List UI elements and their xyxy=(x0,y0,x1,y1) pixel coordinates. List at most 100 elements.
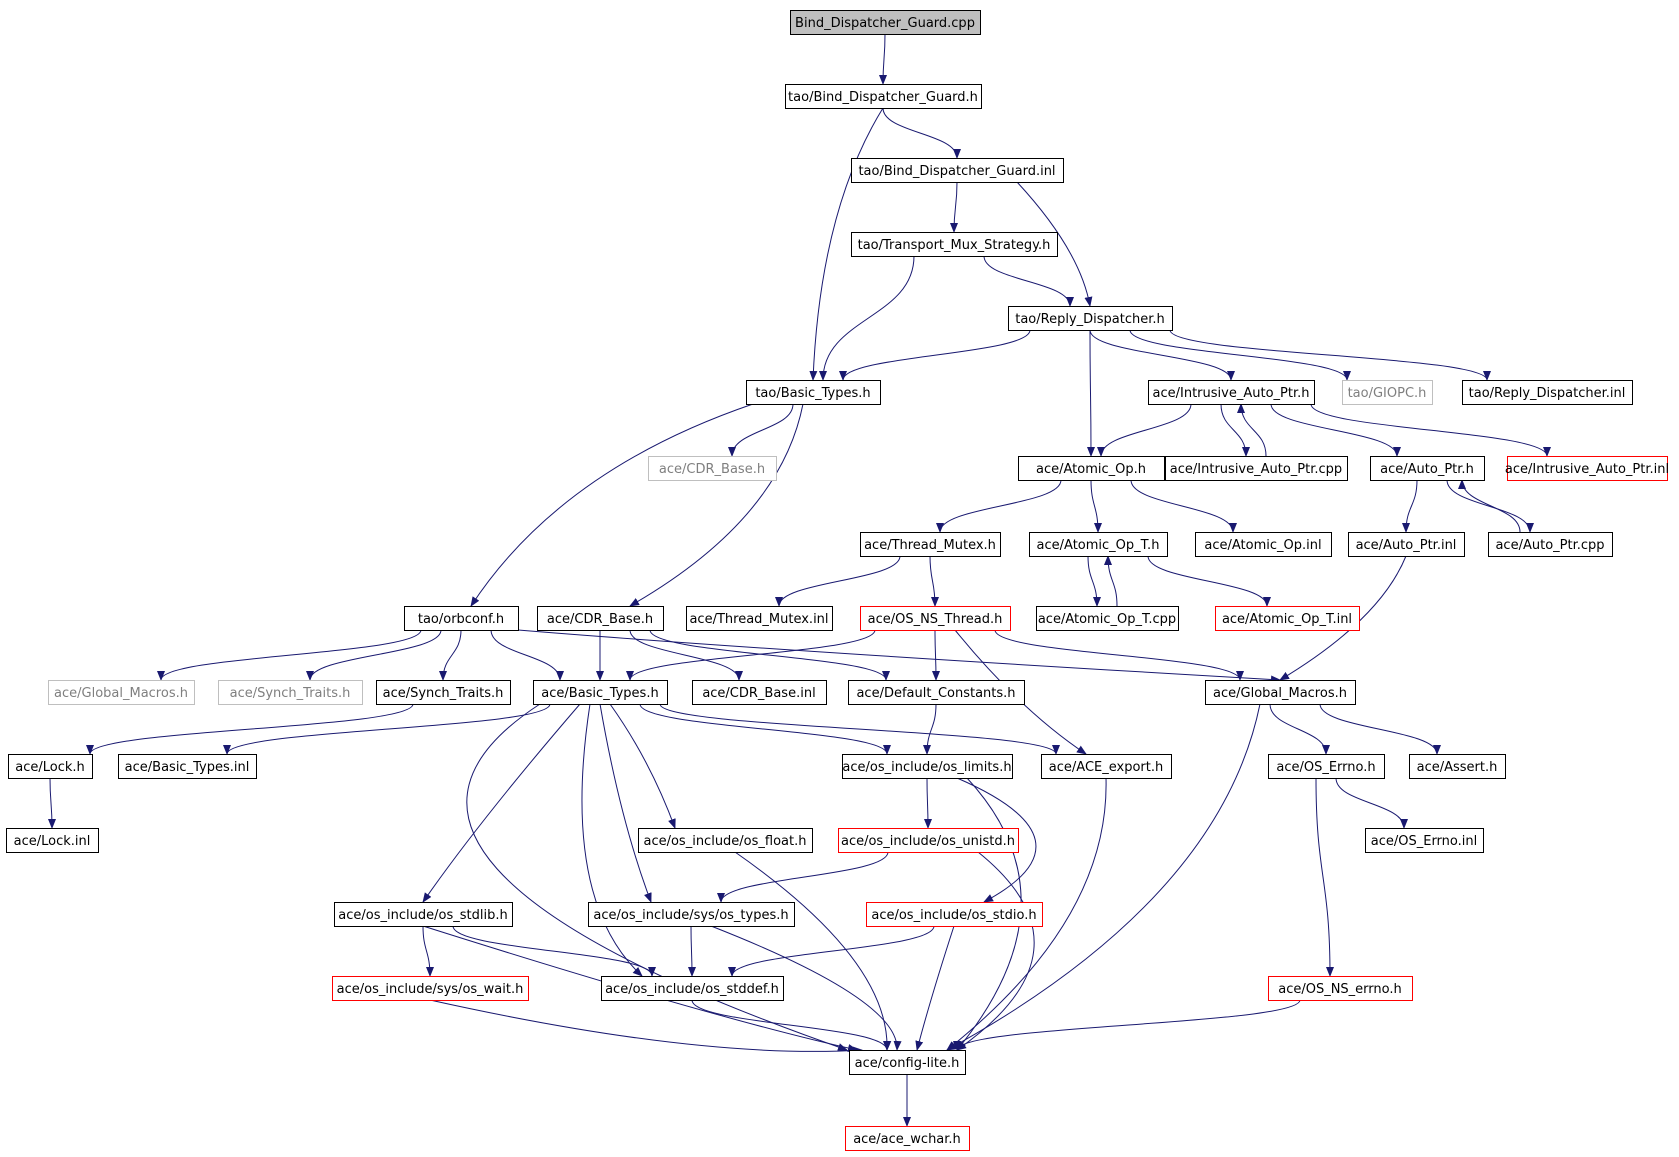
file-node-box xyxy=(1018,456,1165,481)
file-node-normal[interactable]: ace/ACE_export.h xyxy=(1041,754,1172,779)
file-node-label: ace/os_include/os_stdlib.h xyxy=(338,908,507,923)
file-node-box xyxy=(1215,606,1360,631)
file-node-normal[interactable]: ace/Atomic_Op.h xyxy=(1018,456,1165,481)
file-node-box xyxy=(332,976,529,1001)
file-node-normal[interactable]: ace/os_include/os_limits.h xyxy=(842,754,1013,779)
file-nodes: Bind_Dispatcher_Guard.cpp tao/Bind_Dispat… xyxy=(6,10,1669,1151)
file-node-label: ace/Atomic_Op.inl xyxy=(1204,538,1321,553)
file-node-label: tao/Reply_Dispatcher.inl xyxy=(1469,386,1626,401)
edge-n10-to-n14 xyxy=(936,479,1062,533)
file-node-box xyxy=(537,606,664,631)
edge-n44-to-n46 xyxy=(728,925,935,977)
file-node-box xyxy=(588,902,795,927)
edge-n6-to-n12 xyxy=(1270,403,1401,457)
file-node-label: tao/GIOPC.h xyxy=(1348,386,1427,401)
edge-n45-to-n48 xyxy=(429,999,863,1055)
file-node-normal[interactable]: ace/Auto_Ptr.h xyxy=(1370,456,1485,481)
file-node-label: ace/Synch_Traits.h xyxy=(383,686,504,701)
edge-n2-to-n4 xyxy=(1016,181,1093,307)
file-node-label: ace/Assert.h xyxy=(1417,760,1498,775)
file-node-normal[interactable]: tao/Reply_Dispatcher.inl xyxy=(1462,380,1633,405)
file-node-label: ace/Global_Macros.h xyxy=(1213,686,1347,701)
file-node-box xyxy=(1268,976,1413,1001)
file-node-normal[interactable]: ace/Intrusive_Auto_Ptr.cpp xyxy=(1165,456,1348,481)
edge-n27-to-n32 xyxy=(86,703,414,755)
file-node-external[interactable]: ace/Synch_Traits.h xyxy=(218,680,363,705)
edge-n6-to-n13 xyxy=(1310,403,1551,457)
file-node-truncated[interactable]: ace/os_include/os_unistd.h xyxy=(838,828,1019,853)
file-node-normal[interactable]: ace/Synch_Traits.h xyxy=(376,680,511,705)
file-node-normal[interactable]: ace/os_include/os_float.h xyxy=(638,828,813,853)
file-node-label: tao/Reply_Dispatcher.h xyxy=(1015,312,1165,327)
edge-n35-to-n48 xyxy=(946,777,1107,1051)
file-node-normal[interactable]: tao/Bind_Dispatcher_Guard.inl xyxy=(851,158,1064,183)
file-node-normal[interactable]: ace/os_include/os_stddef.h xyxy=(601,976,784,1001)
file-node-label: ace/os_include/os_limits.h xyxy=(842,760,1011,775)
file-node-normal[interactable]: ace/OS_Errno.inl xyxy=(1365,828,1484,853)
file-node-box xyxy=(1029,532,1168,557)
file-node-external[interactable]: ace/Global_Macros.h xyxy=(48,680,195,705)
file-node-normal[interactable]: ace/Atomic_Op.inl xyxy=(1195,532,1332,557)
file-node-normal[interactable]: ace/CDR_Base.inl xyxy=(692,680,827,705)
file-node-label: ace/OS_NS_Thread.h xyxy=(868,612,1003,627)
file-node-normal[interactable]: ace/Global_Macros.h xyxy=(1205,680,1356,705)
file-node-truncated[interactable]: ace/os_include/os_stdio.h xyxy=(866,902,1043,927)
file-node-label: ace/Basic_Types.h xyxy=(541,686,658,701)
file-node-box xyxy=(849,1050,966,1075)
file-node-normal[interactable]: tao/Reply_Dispatcher.h xyxy=(1008,306,1173,331)
edge-n28-to-n34 xyxy=(639,703,891,755)
file-node-normal[interactable]: ace/Thread_Mutex.inl xyxy=(686,606,833,631)
file-node-normal[interactable]: tao/Bind_Dispatcher_Guard.h xyxy=(785,84,982,109)
file-node-normal[interactable]: ace/os_include/os_stdlib.h xyxy=(334,902,513,927)
file-node-box xyxy=(1488,532,1613,557)
file-node-normal[interactable]: ace/config-lite.h xyxy=(849,1050,966,1075)
file-node-truncated[interactable]: ace/OS_NS_Thread.h xyxy=(860,606,1011,631)
file-node-normal[interactable]: ace/Intrusive_Auto_Ptr.h xyxy=(1148,380,1315,405)
file-node-box xyxy=(533,680,668,705)
file-node-normal[interactable]: tao/Transport_Mux_Strategy.h xyxy=(851,232,1058,257)
edge-n28-to-n42 xyxy=(422,703,581,903)
file-node-normal[interactable]: tao/orbconf.h xyxy=(404,606,519,631)
file-node-normal[interactable]: ace/Atomic_Op_T.cpp xyxy=(1036,606,1179,631)
file-node-normal[interactable]: ace/Auto_Ptr.inl xyxy=(1348,532,1465,557)
file-node-normal[interactable]: ace/CDR_Base.h xyxy=(537,606,664,631)
edge-n28-to-n35 xyxy=(659,703,1060,755)
file-node-normal[interactable]: ace/Basic_Types.h xyxy=(533,680,668,705)
file-node-normal[interactable]: ace/Thread_Mutex.h xyxy=(860,532,1001,557)
file-node-label: ace/Auto_Ptr.h xyxy=(1380,462,1474,477)
file-node-box xyxy=(1036,606,1179,631)
file-node-label: ace/CDR_Base.inl xyxy=(702,686,815,701)
file-node-box xyxy=(838,828,1019,853)
file-node-box xyxy=(860,606,1011,631)
file-node-normal[interactable]: ace/Assert.h xyxy=(1409,754,1506,779)
file-node-box xyxy=(692,680,827,705)
file-node-normal[interactable]: ace/OS_Errno.h xyxy=(1268,754,1385,779)
file-node-truncated[interactable]: ace/Intrusive_Auto_Ptr.inl xyxy=(1505,456,1669,481)
file-node-truncated[interactable]: ace/Atomic_Op_T.inl xyxy=(1215,606,1360,631)
file-node-box xyxy=(860,532,1001,557)
file-node-box xyxy=(851,232,1058,257)
file-node-normal[interactable]: tao/Basic_Types.h xyxy=(746,380,881,405)
file-node-box xyxy=(746,380,881,405)
file-node-box xyxy=(785,84,982,109)
file-node-normal[interactable]: ace/Lock.inl xyxy=(6,828,99,853)
file-node-truncated[interactable]: ace/OS_NS_errno.h xyxy=(1268,976,1413,1001)
file-node-normal[interactable]: ace/Auto_Ptr.cpp xyxy=(1488,532,1613,557)
file-node-normal[interactable]: ace/Default_Constants.h xyxy=(848,680,1025,705)
file-node-truncated[interactable]: ace/os_include/sys/os_wait.h xyxy=(332,976,529,1001)
file-node-external[interactable]: ace/CDR_Base.h xyxy=(648,456,777,481)
edge-n30-to-n34 xyxy=(923,703,937,755)
edge-n3-to-n4 xyxy=(983,255,1074,307)
file-node-truncated[interactable]: ace/ace_wchar.h xyxy=(845,1126,970,1151)
edge-n19-to-n27 xyxy=(439,629,462,681)
file-node-root[interactable]: Bind_Dispatcher_Guard.cpp xyxy=(790,10,981,35)
file-node-box xyxy=(1348,532,1465,557)
file-node-normal[interactable]: ace/Basic_Types.inl xyxy=(118,754,257,779)
file-node-normal[interactable]: ace/Atomic_Op_T.h xyxy=(1029,532,1168,557)
file-node-normal[interactable]: ace/Lock.h xyxy=(8,754,93,779)
file-node-normal[interactable]: ace/os_include/sys/os_types.h xyxy=(588,902,795,927)
file-node-box xyxy=(1507,456,1668,481)
file-node-label: ace/os_include/sys/os_types.h xyxy=(593,908,788,923)
edge-n40-to-n43 xyxy=(717,851,889,903)
file-node-external[interactable]: tao/GIOPC.h xyxy=(1342,380,1433,405)
